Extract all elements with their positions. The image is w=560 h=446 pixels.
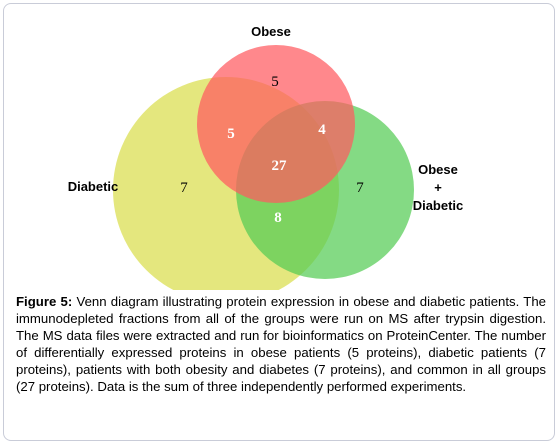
- region-obese-and-obese-diabetic: 4: [318, 122, 326, 138]
- figure-caption: Figure 5: Venn diagram illustrating prot…: [16, 293, 546, 396]
- obese-diabetic-label-line-3: Diabetic: [413, 198, 464, 213]
- obese-diabetic-label-line-2: +: [434, 180, 442, 195]
- region-obese-and-diabetic: 5: [227, 126, 235, 142]
- region-diabetic-only: 7: [180, 180, 188, 196]
- venn-diagram: Obese Diabetic Obese + Diabetic 5 7 7 5 …: [68, 24, 464, 290]
- obese-set-label: Obese: [251, 24, 291, 39]
- region-all-sets: 27: [272, 158, 288, 174]
- caption-label: Figure 5:: [16, 294, 73, 309]
- region-obese-only: 5: [271, 74, 279, 90]
- region-obese-diabetic-only: 7: [356, 180, 364, 196]
- caption-text: Venn diagram illustrating protein expres…: [16, 294, 546, 395]
- diabetic-set-label: Diabetic: [68, 179, 119, 194]
- obese-set-circle: [197, 45, 355, 203]
- obese-diabetic-label-line-1: Obese: [418, 162, 458, 177]
- region-diabetic-and-obese-diabetic: 8: [274, 210, 282, 226]
